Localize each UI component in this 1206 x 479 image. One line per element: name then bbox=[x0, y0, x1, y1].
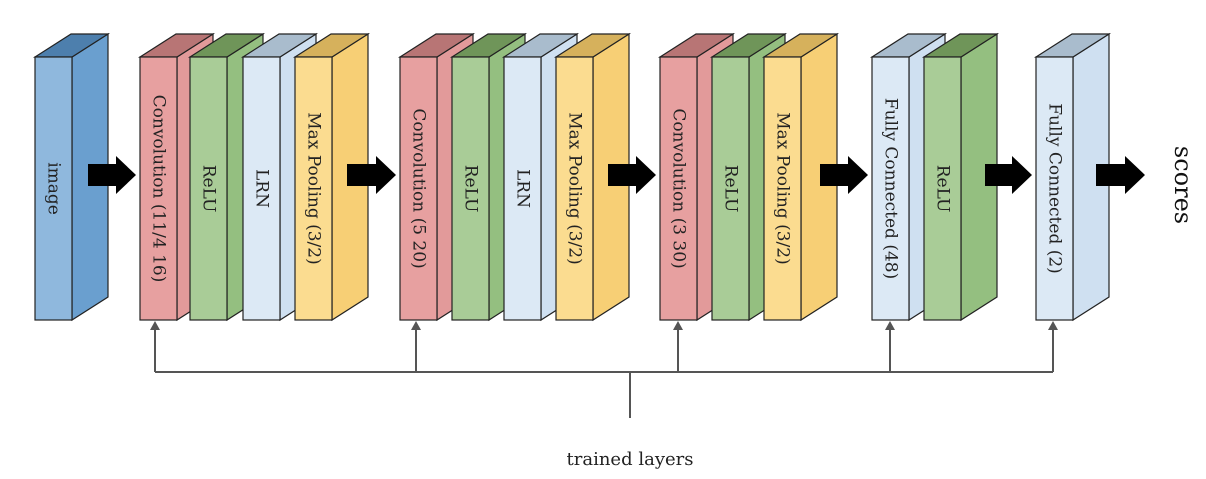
layer-front-face bbox=[555, 56, 594, 321]
layer-front-face bbox=[294, 56, 333, 321]
layer-label: Max Pooling (3/2) bbox=[304, 112, 324, 265]
layer-label: image bbox=[44, 162, 64, 215]
layer-front-face bbox=[711, 56, 750, 321]
layer-block: Fully Connected (2) bbox=[1033, 32, 1112, 322]
layer-front-face bbox=[503, 56, 542, 321]
layer-front-face bbox=[34, 56, 73, 321]
layer-label: Max Pooling (3/2) bbox=[773, 112, 793, 265]
layer-front-face bbox=[189, 56, 228, 321]
layer-label: ReLU bbox=[721, 165, 741, 213]
layer-label: Fully Connected (2) bbox=[1045, 103, 1065, 274]
connector-arrowhead bbox=[1048, 321, 1058, 330]
connector-arrowhead bbox=[411, 321, 421, 330]
flow-arrow bbox=[608, 156, 656, 194]
trained-layers-connector bbox=[150, 321, 1058, 418]
layer-front-face bbox=[399, 56, 438, 321]
connector-arrowhead bbox=[885, 321, 895, 330]
layer-front-face bbox=[451, 56, 490, 321]
layer-label: Convolution (5 20) bbox=[409, 108, 429, 268]
layer-blocks: image Convolution (11/4 16) ReLU LRN Max Poo… bbox=[32, 32, 1112, 322]
layer-label: Convolution (3 30) bbox=[669, 108, 689, 268]
layer-front-face bbox=[923, 56, 962, 321]
layer-label: LRN bbox=[513, 169, 533, 208]
layer-label: ReLU bbox=[199, 165, 219, 213]
layer-front-face bbox=[1035, 56, 1074, 321]
layer-block: ReLU bbox=[921, 32, 1000, 322]
layer-front-face bbox=[139, 56, 178, 321]
flow-arrows bbox=[88, 156, 1145, 194]
layer-label: Convolution (11/4 16) bbox=[149, 95, 169, 283]
layer-label: LRN bbox=[252, 169, 272, 208]
layer-front-face bbox=[659, 56, 698, 321]
layer-label: ReLU bbox=[933, 165, 953, 213]
layer-front-face bbox=[763, 56, 802, 321]
connector-arrowhead bbox=[150, 321, 160, 330]
layer-block: Convolution (11/4 16) bbox=[137, 32, 216, 322]
layer-label: Fully Connected (48) bbox=[881, 98, 901, 279]
layer-front-face bbox=[871, 56, 910, 321]
layer-label: ReLU bbox=[461, 165, 481, 213]
flow-arrow bbox=[88, 156, 136, 194]
flow-arrow bbox=[347, 156, 396, 194]
flow-arrow bbox=[820, 156, 868, 194]
layer-block: Max Pooling (3/2) bbox=[761, 32, 840, 322]
layer-front-face bbox=[242, 56, 281, 321]
layer-block: Max Pooling (3/2) bbox=[553, 32, 632, 322]
scores-label: scores bbox=[1169, 146, 1197, 224]
connector-arrowhead bbox=[673, 321, 683, 330]
layer-label: Max Pooling (3/2) bbox=[565, 112, 585, 265]
flow-arrow bbox=[985, 156, 1032, 194]
flow-arrow bbox=[1096, 156, 1145, 194]
trained-layers-label: trained layers bbox=[567, 449, 694, 470]
